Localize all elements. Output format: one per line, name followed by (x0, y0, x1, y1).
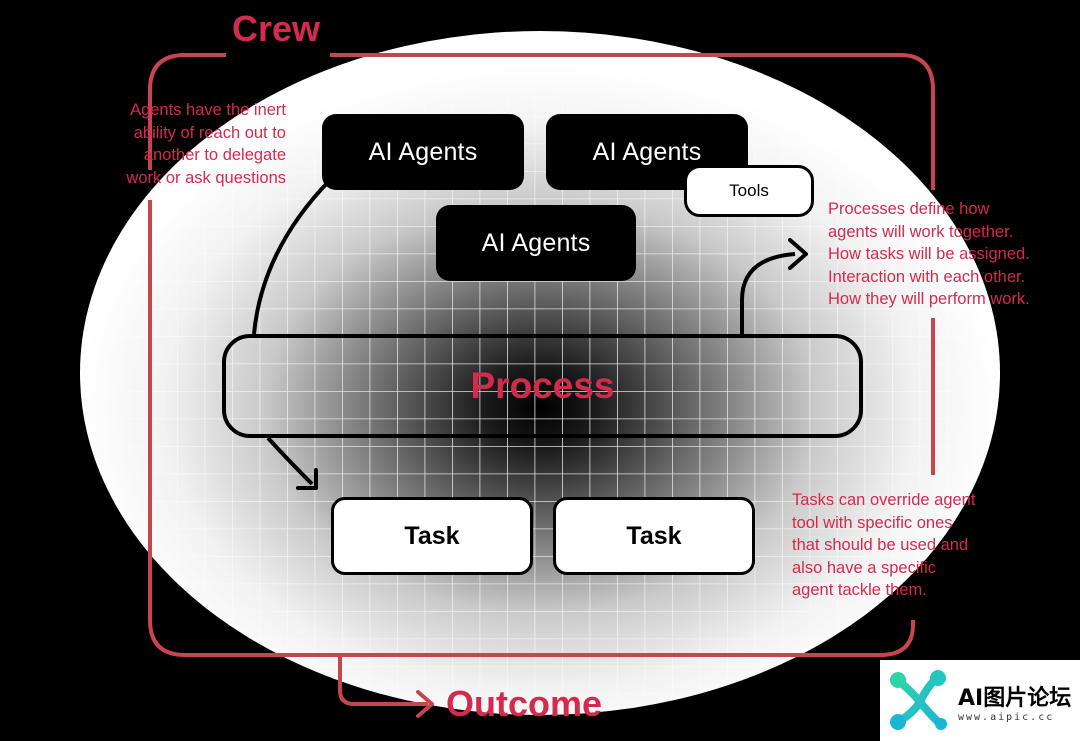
task-card-1[interactable]: Task (331, 497, 533, 575)
ai-agent-label: AI Agents (592, 137, 702, 166)
outcome-arrow (338, 657, 428, 706)
watermark-url: www.aipic.cc (958, 712, 1055, 723)
ai-agent-label: AI Agents (481, 228, 591, 257)
tasks-note-line: tool with specific ones (792, 513, 953, 532)
tasks-note-line: agent tackle them. (792, 581, 927, 599)
tools-label: Tools (729, 181, 769, 200)
crew-frame-right (330, 53, 935, 475)
process-note-arrow (740, 252, 796, 334)
outcome-arrowhead (416, 690, 434, 718)
watermark-title: AI图片论坛 (958, 686, 1072, 711)
agents-note-line: work or ask questions (126, 168, 286, 187)
processes-note-line: agents will work together. (828, 222, 1014, 241)
ai-agent-card-1[interactable]: AI Agents (322, 114, 524, 190)
processes-note-line: Processes define how (828, 200, 990, 218)
agent-to-process-arrow (252, 178, 332, 335)
task-label: Task (626, 521, 682, 550)
outcome-label: Outcome (446, 683, 603, 724)
tasks-note: Tasks can override agent tool with speci… (792, 489, 975, 602)
ai-agent-label: AI Agents (368, 137, 478, 166)
watermark-logo-icon (890, 670, 947, 730)
grid-overlay (80, 31, 1000, 715)
task-label: Task (404, 521, 460, 550)
process-to-task-arrow (266, 436, 314, 486)
ai-agent-card-3[interactable]: AI Agents (436, 205, 636, 281)
processes-note-line: How they will perform work. (828, 290, 1030, 308)
task-card-2[interactable]: Task (553, 497, 755, 575)
process-to-task-arrowhead (296, 468, 318, 490)
crew-label: Crew (232, 8, 321, 49)
tasks-note-line: Tasks can override agent (792, 491, 976, 509)
tasks-note-line: that should be used and (792, 536, 969, 554)
tools-pill[interactable]: Tools (684, 165, 814, 217)
tasks-note-line: also have a specific (792, 558, 936, 577)
processes-note-line: How tasks will be assigned. (828, 245, 1030, 263)
agents-note-line: another to delegate (143, 146, 286, 164)
crew-frame (148, 53, 915, 657)
watermark: AI图片论坛 www.aipic.cc (880, 660, 1080, 741)
processes-note: Processes define how agents will work to… (828, 198, 1030, 311)
agents-note-line: ability of reach out to (133, 123, 286, 142)
process-note-arrowhead (788, 238, 808, 270)
process-bar[interactable]: Process (222, 334, 863, 438)
process-label: Process (470, 365, 615, 406)
agents-note: Agents have the inert ability of reach o… (96, 99, 286, 189)
agents-note-line: Agents have the inert (130, 101, 286, 119)
processes-note-line: Interaction with each other. (828, 267, 1026, 286)
